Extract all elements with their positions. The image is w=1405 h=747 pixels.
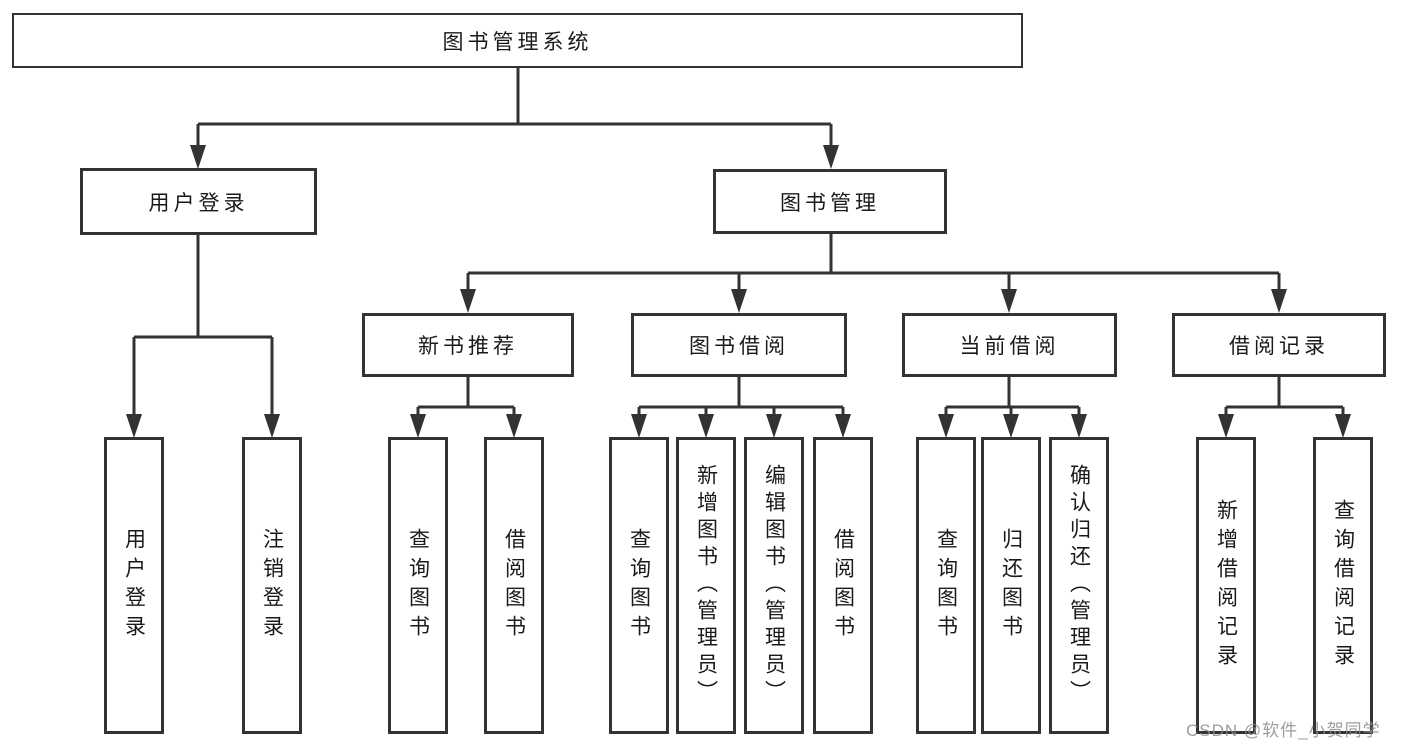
leaf-edit-books-admin: 编辑图书（管理员）: [744, 437, 804, 734]
node-user-login: 用户登录: [80, 168, 317, 235]
leaf-borrow-books-newbook: 借阅图书: [484, 437, 544, 734]
node-new-book-recommendation: 新书推荐: [362, 313, 574, 377]
connector-root-to-level2: [190, 67, 839, 169]
leaf-user-login: 用户登录: [104, 437, 164, 734]
connector-new-book-to-leaves: [410, 377, 522, 438]
leaf-confirm-return-admin: 确认归还（管理员）: [1049, 437, 1109, 734]
connector-book-management-to-level3: [460, 234, 1287, 313]
leaf-add-books-admin: 新增图书（管理员）: [676, 437, 736, 734]
leaf-search-books-current: 查询图书: [916, 437, 976, 734]
csdn-watermark: CSDN @软件_小贺同学: [1186, 721, 1381, 740]
node-borrowing-records: 借阅记录: [1172, 313, 1386, 377]
node-book-management: 图书管理: [713, 169, 947, 234]
node-book-borrowing: 图书借阅: [631, 313, 847, 377]
node-library-management-system: 图书管理系统: [12, 13, 1023, 68]
node-current-borrowing: 当前借阅: [902, 313, 1117, 377]
leaf-search-books-newbook: 查询图书: [388, 437, 448, 734]
connector-book-borrow-to-leaves: [631, 377, 851, 438]
connector-borrow-record-to-leaves: [1218, 377, 1351, 438]
connector-current-borrow-to-leaves: [938, 377, 1087, 438]
leaf-return-books: 归还图书: [981, 437, 1041, 734]
connector-user-login-to-leaves: [126, 235, 280, 438]
leaf-borrow-books-borrowing: 借阅图书: [813, 437, 873, 734]
leaf-search-borrow-record: 查询借阅记录: [1313, 437, 1373, 734]
leaf-add-borrow-record: 新增借阅记录: [1196, 437, 1256, 734]
leaf-search-books-borrowing: 查询图书: [609, 437, 669, 734]
leaf-logout: 注销登录: [242, 437, 302, 734]
